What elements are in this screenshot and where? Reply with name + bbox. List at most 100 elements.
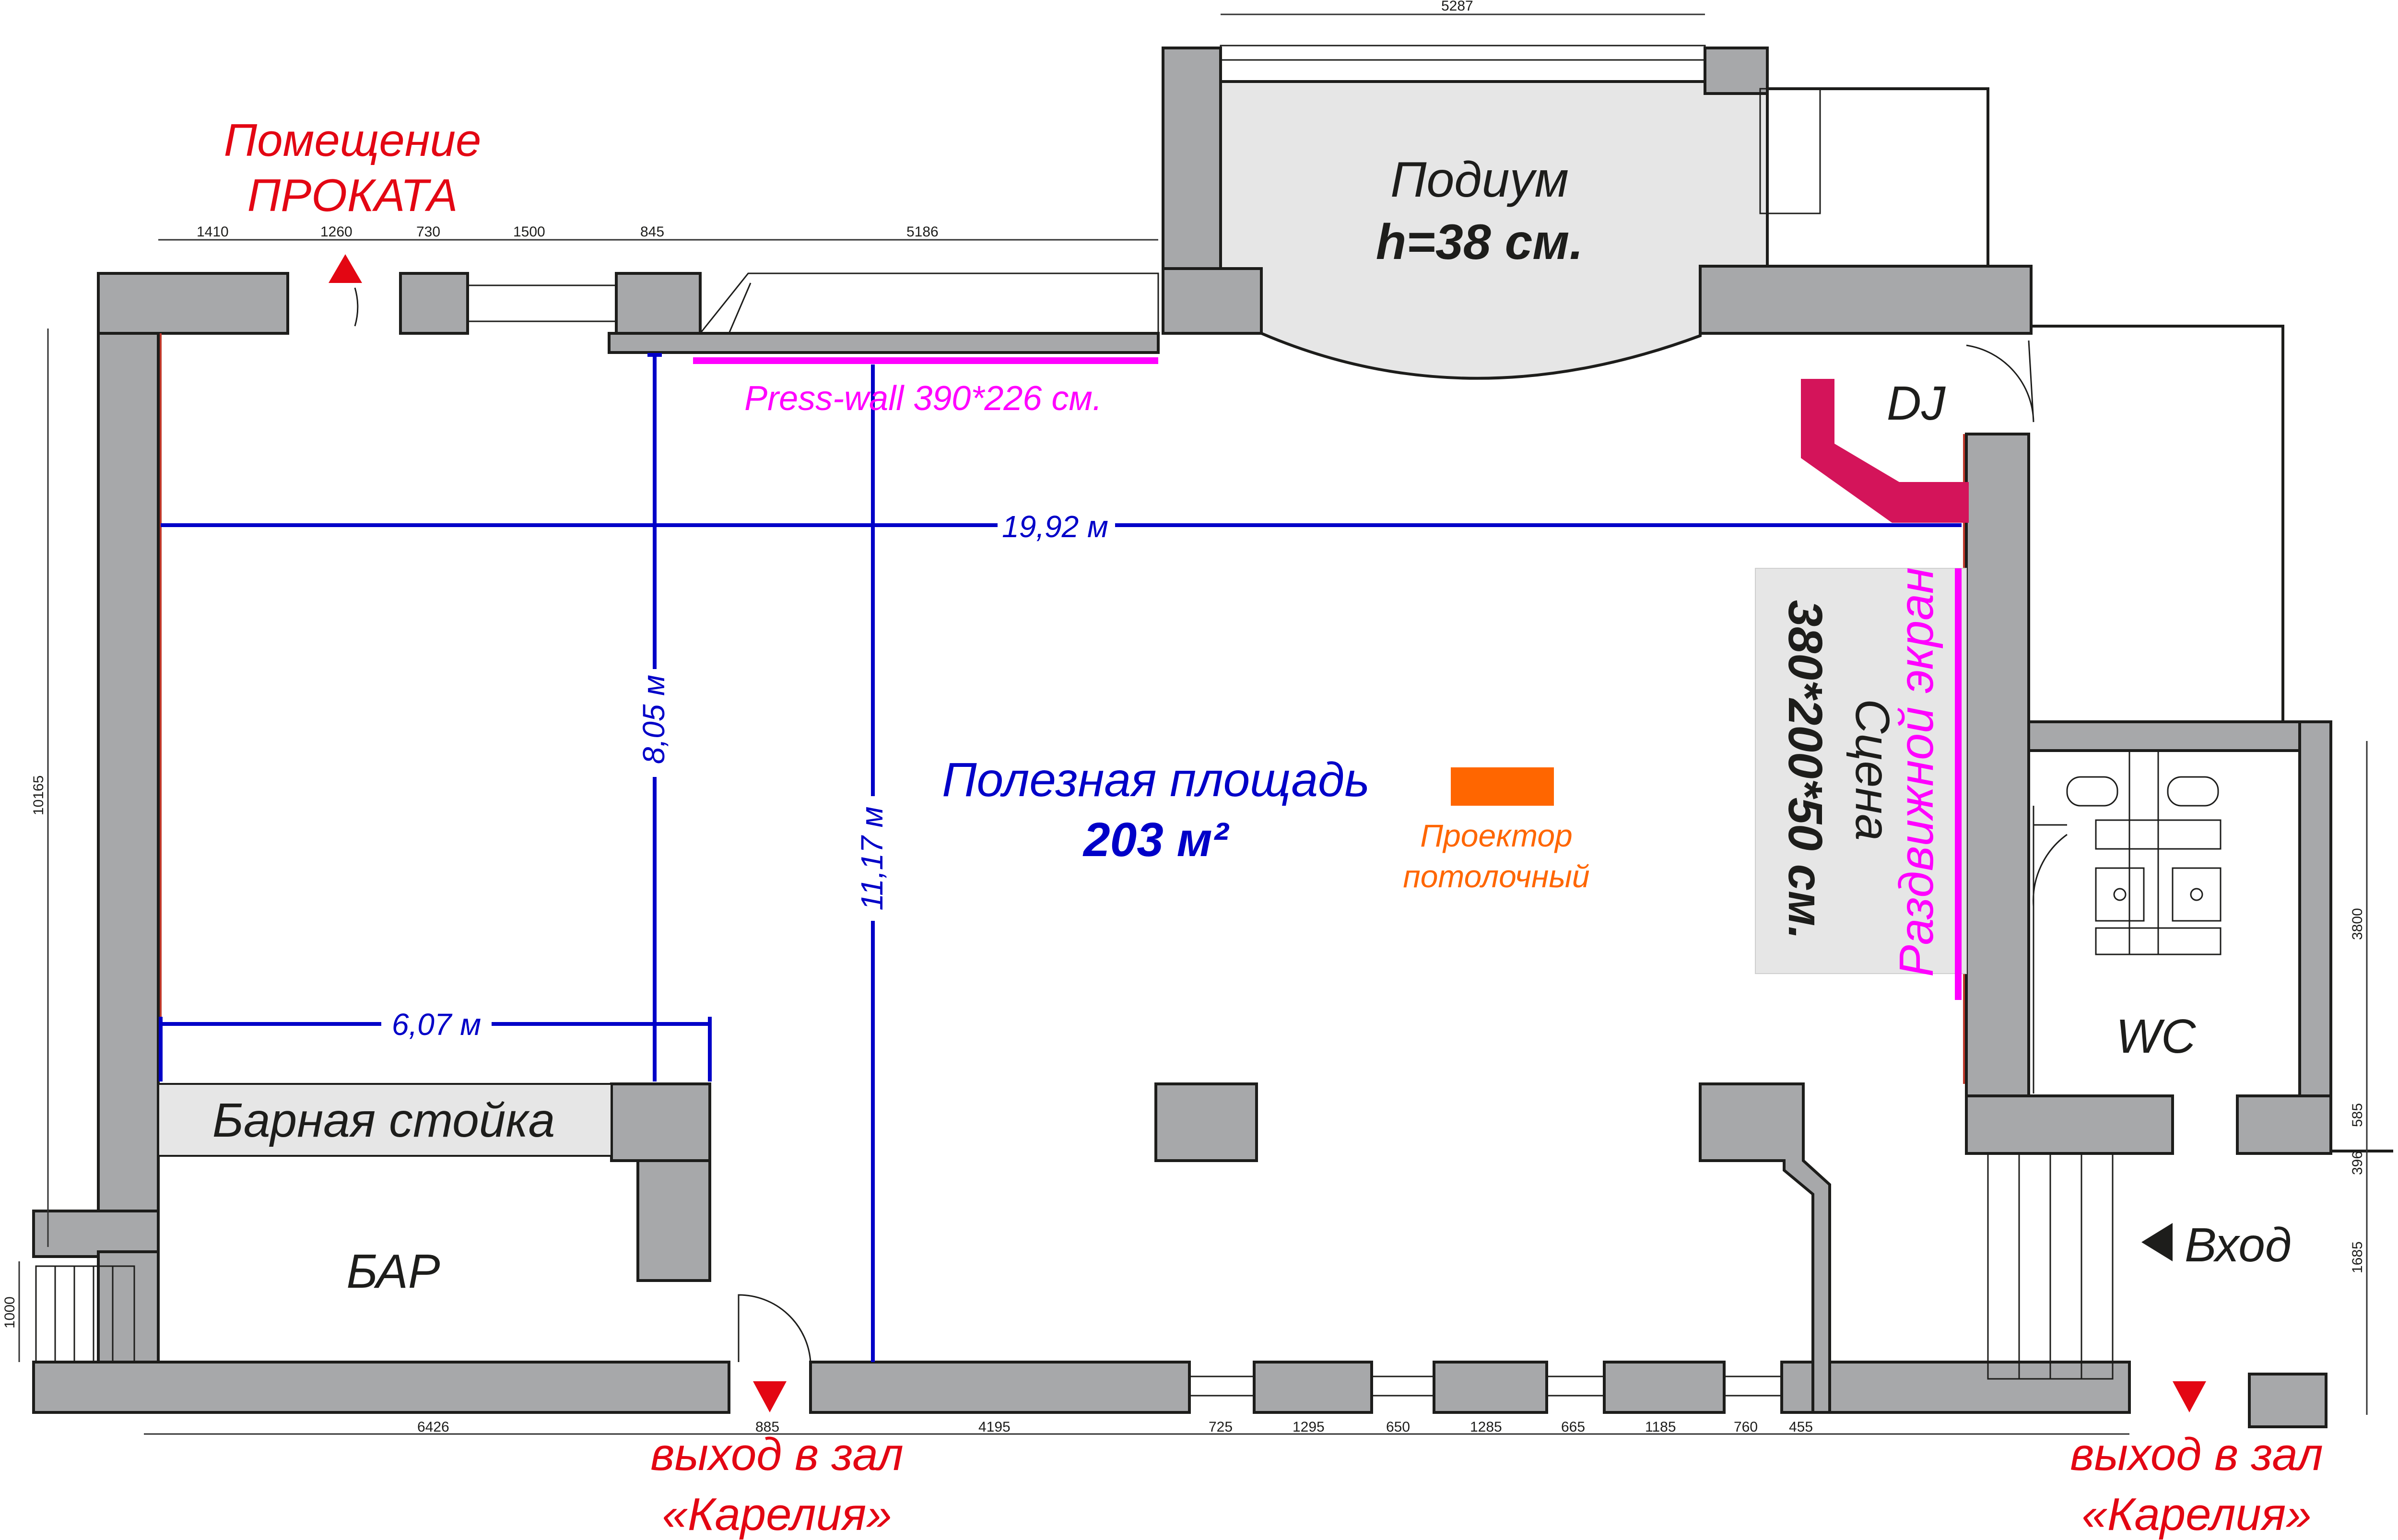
width-dim-bg bbox=[998, 506, 1115, 544]
bar-counter bbox=[157, 1083, 612, 1157]
podium-height: h=38 см. bbox=[1376, 214, 1584, 270]
top-window-rental bbox=[467, 284, 617, 322]
wall-wc-right bbox=[2298, 720, 2332, 1150]
wall-left-stair-post bbox=[97, 1250, 160, 1373]
wall-podium-right bbox=[1704, 47, 1769, 95]
bar-dim-label: 6,07 м bbox=[392, 1007, 481, 1042]
top-window bbox=[698, 272, 1159, 334]
wall-podium-right-low bbox=[1699, 265, 2033, 335]
wall-left-top-corner bbox=[97, 272, 289, 335]
wall-bottom-pier-2 bbox=[1433, 1361, 1548, 1414]
dim-bottom-2: 885 bbox=[755, 1419, 779, 1435]
wall-bottom-pier-1 bbox=[1253, 1361, 1373, 1414]
wall-bottom-right bbox=[1826, 1361, 2131, 1414]
tech-dimensions bbox=[18, 13, 2368, 1435]
wall-left-stair bbox=[32, 1210, 160, 1258]
dim-podium: 5287 bbox=[1441, 0, 1473, 14]
wc-label: WC bbox=[2116, 1010, 2196, 1063]
wall-entrance-stepped bbox=[1699, 1082, 1831, 1414]
left-stairs bbox=[35, 1265, 135, 1363]
wall-right-main bbox=[1965, 433, 2030, 1155]
walls bbox=[32, 47, 2332, 1428]
wc-fixtures bbox=[2033, 750, 2222, 1093]
projector-label-2: потолочный bbox=[1403, 858, 1589, 894]
door-rental bbox=[287, 287, 359, 333]
column-bar bbox=[610, 1082, 711, 1162]
stage-size: 380*200*50 см. bbox=[1778, 600, 1832, 940]
dim-right-1: 3800 bbox=[2350, 908, 2365, 940]
wall-bottom-left bbox=[32, 1361, 730, 1414]
bar-dim-bg bbox=[381, 1005, 492, 1043]
top-window-inner bbox=[728, 282, 752, 334]
dim-left-small: 1000 bbox=[2, 1296, 18, 1328]
door-wc bbox=[2033, 824, 2068, 907]
dim-bottom-4: 725 bbox=[1209, 1419, 1233, 1435]
dim-right-3: 396 bbox=[2350, 1151, 2365, 1175]
wall-top-sill bbox=[608, 332, 1160, 354]
wall-top-pillar-1 bbox=[399, 272, 469, 335]
sliding-screen-label: Раздвижной экран bbox=[1890, 567, 1943, 977]
dim-bottom-1: 6426 bbox=[417, 1419, 449, 1435]
door-dj bbox=[1966, 340, 2034, 423]
dim-top-3: 730 bbox=[416, 224, 440, 240]
bar-counter-label: Барная стойка bbox=[212, 1093, 555, 1147]
dj-label: DJ bbox=[1887, 376, 1946, 430]
entrance-label: Вход bbox=[2185, 1218, 2292, 1272]
projector-label-1: Проектор bbox=[1420, 818, 1573, 853]
dim-top-6: 5186 bbox=[906, 224, 939, 240]
dim-bottom-9: 1185 bbox=[1645, 1419, 1676, 1435]
wall-podium-left-low bbox=[1162, 267, 1263, 335]
dim-top-4: 1500 bbox=[513, 224, 545, 240]
right-annex-outline bbox=[2030, 325, 2393, 1152]
podium-right-room bbox=[1766, 87, 1989, 268]
dim-left-height: 10165 bbox=[31, 776, 47, 815]
podium-area bbox=[1219, 80, 1769, 380]
exit-left-label-2: «Карелия» bbox=[662, 1489, 892, 1540]
exit-right-label-1: выход в зал bbox=[2070, 1429, 2323, 1480]
rental-room-label-2: ПРОКАТА bbox=[247, 170, 458, 221]
dim-bottom-5: 1295 bbox=[1293, 1419, 1325, 1435]
wall-wc-bottom-right bbox=[2236, 1094, 2332, 1155]
bar-label: БАР bbox=[346, 1245, 440, 1298]
usable-area-value: 203 м² bbox=[1082, 813, 1230, 867]
door-exit-left bbox=[738, 1294, 811, 1363]
wall-top-pillar-2 bbox=[615, 272, 702, 335]
dim-top-5: 845 bbox=[640, 224, 664, 240]
entrance-stairs bbox=[1987, 1152, 2114, 1380]
dj-booth bbox=[1801, 379, 1969, 523]
wall-wc-bottom-left bbox=[1965, 1094, 2174, 1155]
wall-entrance-right bbox=[2248, 1373, 2327, 1428]
dim-right-2: 585 bbox=[2350, 1103, 2365, 1127]
rental-room-marker-icon bbox=[329, 254, 362, 283]
column-center bbox=[1154, 1082, 1258, 1162]
dim-bottom-3: 4195 bbox=[978, 1419, 1011, 1435]
dim-right-4: 1685 bbox=[2350, 1241, 2365, 1273]
exit-left-marker-icon bbox=[753, 1381, 787, 1412]
dim-bottom-7: 1285 bbox=[1470, 1419, 1502, 1435]
dim-bottom-8: 665 bbox=[1561, 1419, 1585, 1435]
podium-side-window bbox=[1759, 88, 1821, 214]
width-dim-label: 19,92 м bbox=[1002, 509, 1108, 544]
depth-dim-2-bg bbox=[854, 796, 892, 921]
podium-window bbox=[1220, 45, 1706, 61]
dim-bottom-6: 650 bbox=[1386, 1419, 1410, 1435]
exit-right-marker-icon bbox=[2173, 1381, 2206, 1412]
wall-left-outer bbox=[97, 272, 160, 1253]
exit-left-label-1: выход в зал bbox=[650, 1429, 904, 1480]
dim-bottom-10: 760 bbox=[1734, 1419, 1758, 1435]
entrance-arrow-icon bbox=[2141, 1223, 2173, 1261]
stage-label: Сцена bbox=[1846, 699, 1899, 841]
podium-label: Подиум bbox=[1390, 152, 1569, 208]
exit-right-label-2: «Карелия» bbox=[2081, 1489, 2311, 1540]
press-wall-label: Press-wall 390*226 см. bbox=[744, 379, 1102, 418]
stage bbox=[1755, 568, 1967, 974]
usable-area-label: Полезная площадь bbox=[942, 753, 1370, 807]
wall-bottom-pier-3 bbox=[1603, 1361, 1726, 1414]
wall-wc-top bbox=[2027, 720, 2332, 752]
bottom-windows bbox=[1188, 1375, 1783, 1397]
depth-dim-1-label: 8,05 м bbox=[636, 675, 671, 764]
wall-bottom-mid bbox=[809, 1361, 1191, 1414]
depth-dim-1-bg bbox=[635, 669, 674, 777]
depth-dim-2-label: 11,17 м bbox=[855, 806, 889, 910]
